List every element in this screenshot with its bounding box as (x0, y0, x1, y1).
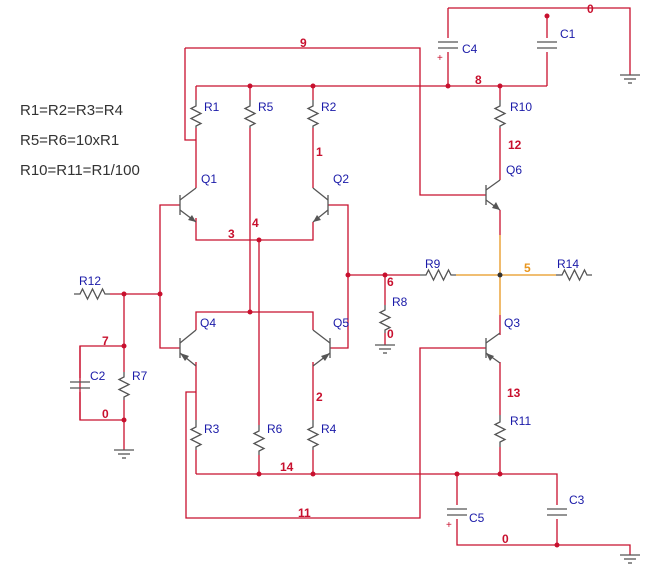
net-label-1: 1 (316, 145, 323, 159)
equation-line-1: R1=R2=R3=R4 (20, 102, 123, 119)
capacitor-c5: + (446, 508, 467, 531)
net-label-9: 9 (300, 36, 307, 50)
capacitor-c2 (70, 381, 90, 389)
transistor-q5 (312, 329, 331, 367)
transistor-q2 (312, 187, 329, 223)
resistor-r1 (189, 100, 203, 128)
label-r5: R5 (258, 100, 274, 114)
net-label-12: 12 (508, 138, 522, 152)
resistor-r4 (306, 420, 320, 450)
equation-line-2: R5=R6=10xR1 (20, 132, 119, 149)
label-q6: Q6 (506, 163, 522, 177)
net-label-11: 11 (298, 506, 311, 520)
resistor-r6 (252, 425, 266, 455)
label-c2: C2 (90, 369, 106, 383)
capacitor-c1 (537, 41, 557, 49)
label-r2: R2 (321, 100, 337, 114)
label-r3: R3 (204, 422, 220, 436)
net-label-0-c2: 0 (102, 407, 109, 421)
wiring (79, 7, 631, 555)
junctions (121, 13, 560, 548)
label-c4: C4 (462, 42, 478, 56)
resistor-r2 (306, 100, 320, 128)
resistor-r3 (189, 420, 203, 450)
net-label-0-r8: 0 (387, 327, 394, 341)
c4-plus-mark: + (437, 53, 443, 64)
resistor-r11 (493, 415, 507, 447)
net-label-3: 3 (228, 227, 235, 241)
label-r9: R9 (425, 257, 441, 271)
net-label-4: 4 (252, 216, 259, 230)
ground-icon (114, 449, 134, 459)
label-r12: R12 (79, 274, 101, 288)
label-r11: R11 (510, 414, 531, 428)
net-label-13: 13 (507, 386, 521, 400)
resistor-r5 (243, 100, 257, 128)
transistor-q4 (179, 329, 197, 367)
label-c5: C5 (469, 511, 485, 525)
net-label-14: 14 (280, 460, 294, 474)
resistor-r9 (420, 268, 456, 282)
equation-line-3: R10=R11=R1/100 (20, 162, 140, 179)
resistor-r12 (74, 287, 110, 301)
ground-icon (375, 344, 395, 354)
net-label-6: 6 (387, 275, 394, 289)
label-q4: Q4 (200, 316, 216, 330)
resistor-r14 (556, 268, 592, 282)
net-label-8: 8 (475, 73, 482, 87)
transistor-q6 (485, 179, 501, 211)
label-c1: C1 (560, 27, 576, 41)
label-q2: Q2 (333, 172, 349, 186)
label-r8: R8 (392, 295, 408, 309)
label-q3: Q3 (504, 316, 520, 330)
ground-icon (620, 554, 640, 564)
transistor-q3 (485, 332, 501, 364)
c5-plus-mark: + (446, 520, 452, 531)
label-r4: R4 (321, 422, 337, 436)
net-label-0-bottom: 0 (502, 532, 509, 546)
net-label-0-top: 0 (587, 2, 594, 16)
net-label-5: 5 (524, 261, 531, 275)
output-wiring (456, 235, 556, 315)
resistor-r10 (493, 100, 507, 128)
label-q5: Q5 (333, 316, 349, 330)
label-r7: R7 (132, 369, 148, 383)
net-label-7: 7 (102, 334, 109, 348)
label-c3: C3 (569, 493, 585, 507)
label-r6: R6 (267, 422, 283, 436)
capacitor-c4: + (437, 41, 458, 64)
label-r14: R14 (557, 257, 579, 271)
label-q1: Q1 (201, 172, 217, 186)
capacitor-c3 (547, 508, 567, 516)
ground-icon (620, 74, 640, 84)
label-r10: R10 (510, 100, 532, 114)
label-r1: R1 (204, 100, 220, 114)
resistor-r7 (117, 372, 131, 400)
transistor-q1 (179, 187, 197, 223)
resistor-r8 (378, 305, 392, 333)
net-label-2: 2 (316, 390, 323, 404)
